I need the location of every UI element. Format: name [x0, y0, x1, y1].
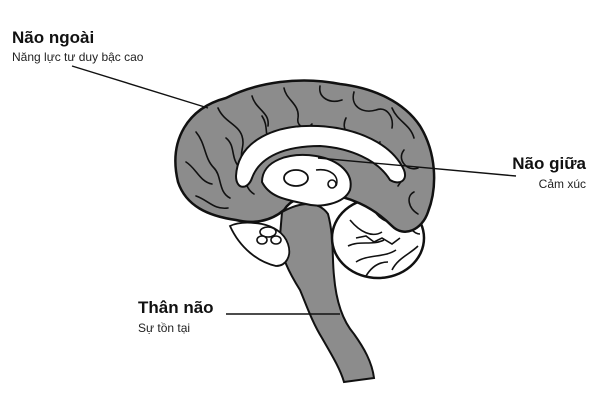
leader-line-outer-brain	[71, 65, 209, 109]
label-middle-brain: Não giữa Cảm xúc	[512, 154, 586, 192]
outer-brain-subtitle: Năng lực tư duy bậc cao	[12, 50, 144, 64]
middle-brain-subtitle: Cảm xúc	[538, 177, 586, 191]
brain-stem	[278, 203, 376, 384]
outer-brain-title: Não ngoài	[12, 28, 95, 47]
label-outer-brain: Não ngoài Năng lực tư duy bậc cao	[12, 28, 143, 65]
corpus-callosum	[234, 124, 406, 188]
temporal-lobe	[228, 221, 291, 267]
label-brain-stem: Thân não Sự tồn tại	[138, 298, 214, 336]
brain-stem-title: Thân não	[138, 298, 214, 317]
thalamus	[260, 154, 352, 207]
middle-brain-title: Não giữa	[512, 154, 586, 173]
brain-stem-subtitle: Sự tồn tại	[138, 321, 191, 335]
leader-line-middle-brain	[317, 157, 517, 177]
